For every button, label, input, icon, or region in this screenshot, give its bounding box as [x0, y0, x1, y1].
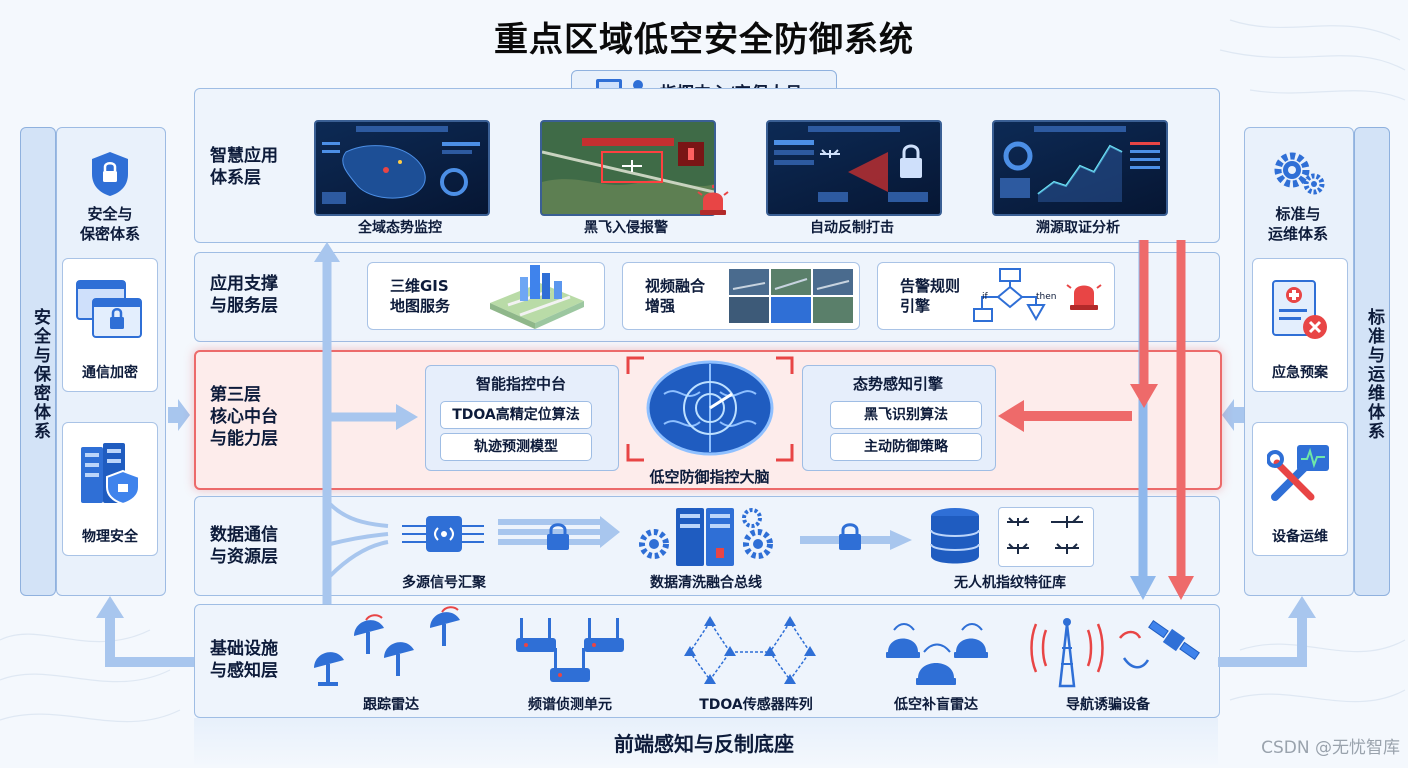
layer-data-name: 数据通信 与资源层: [210, 525, 278, 567]
alarm-rule-card: 告警规则 引擎 if then: [877, 262, 1115, 330]
device-ops-card: 设备运维: [1252, 422, 1348, 556]
signal-chip-icon: [402, 516, 484, 552]
app-item-forensic-analysis: 溯源取证分析: [1036, 220, 1120, 236]
bottom-base-title: 前端感知与反制底座: [614, 732, 794, 756]
infra-item-gap-radar: 低空补盲雷达: [894, 697, 978, 713]
emergency-document-icon: [1272, 280, 1327, 339]
right-loop-arrow: [1218, 596, 1316, 667]
ai-brain-radar-icon: [626, 356, 794, 462]
left-loop-arrow: [96, 596, 194, 667]
core-center-label: 低空防御指控大脑: [649, 468, 770, 486]
database-icon: [930, 508, 980, 564]
right-to-core-arrow: [1222, 399, 1244, 431]
app-item-intrusion-alarm: 黑飞入侵报警: [584, 220, 668, 236]
server-shield-icon: [81, 443, 140, 506]
tdoa-sensor-mesh-icon: [684, 616, 816, 684]
alarm-rule-label: 告警规则 引擎: [900, 277, 961, 315]
comm-encryption-card: 通信加密: [62, 258, 158, 392]
video-fusion-card: 视频融合 增强: [622, 262, 860, 330]
data-item-fingerprint-db: 无人机指纹特征库: [954, 575, 1066, 591]
spectrum-router-icon: [516, 618, 624, 682]
emergency-plan-card: 应急预案: [1252, 258, 1348, 392]
gis-service-card: 三维GIS 地图服务: [367, 262, 605, 330]
infra-item-spectrum-unit: 频谱侦测单元: [528, 697, 612, 713]
command-platform-title: 智能指控中台: [475, 375, 566, 393]
tools-monitor-icon: [1267, 445, 1329, 501]
core-item-blackfly: 黑飞识别算法: [830, 401, 982, 429]
alarm-bell-icon: [1066, 284, 1102, 310]
infra-item-tracking-radar: 跟踪雷达: [363, 697, 419, 713]
downward-red-arrow-long: [1168, 240, 1194, 600]
gears-icon: [1274, 152, 1325, 195]
physical-security-label: 物理安全: [82, 529, 138, 545]
core-item-tdoa: TDOA高精定位算法: [440, 401, 592, 429]
padlock-icon-a: [547, 523, 569, 550]
ops-system-vertical-label: 标准与运维体系: [1364, 308, 1384, 441]
watermark: CSDN @无忧智库: [1261, 738, 1400, 758]
video-wall-icon: [729, 269, 853, 323]
3d-map-icon: [490, 265, 584, 329]
padlock-icon-b: [839, 523, 861, 550]
upward-flow-arrow: [314, 242, 340, 604]
ops-system-strip: 标准与运维体系: [1354, 127, 1390, 596]
drone-gallery: [998, 507, 1094, 567]
core-item-trajectory: 轨迹预测模型: [440, 433, 592, 461]
gis-service-label: 三维GIS 地图服务: [390, 277, 451, 315]
physical-security-card: 物理安全: [62, 422, 158, 556]
data-item-fusion-bus: 数据清洗融合总线: [650, 575, 762, 591]
radar-dishes-icon: [314, 606, 460, 686]
core-item-active-defense: 主动防御策略: [830, 433, 982, 461]
app-item-situation-monitor: 全域态势监控: [358, 220, 442, 236]
comm-encryption-label: 通信加密: [82, 365, 138, 381]
security-system-vertical-label: 安全与保密体系: [30, 308, 50, 441]
security-system-strip: 安全与保密体系: [20, 127, 56, 596]
encrypted-windows-icon: [76, 280, 142, 338]
layer-application-name: 智慧应用 体系层: [210, 146, 278, 188]
video-fusion-label: 视频融合 增强: [645, 277, 706, 315]
screen-intrusion-alarm: [540, 120, 716, 216]
screen-auto-countermeasure: [766, 120, 942, 216]
infra-item-nav-spoofing: 导航诱骗设备: [1066, 697, 1150, 713]
downward-red-arrow: [1130, 240, 1158, 408]
situation-engine-title: 态势感知引擎: [852, 375, 943, 393]
data-item-signal-aggregation: 多源信号汇聚: [402, 575, 486, 591]
gap-fill-radar-icon: [886, 623, 988, 685]
left-red-arrow-to-engine: [998, 400, 1132, 432]
page-title: 重点区域低空安全防御系统: [494, 20, 914, 60]
drone-silhouettes-icon: [1007, 515, 1083, 554]
flow-then-label: then: [1036, 292, 1057, 302]
server-gears-icon: [639, 508, 773, 566]
device-ops-label: 设备运维: [1272, 529, 1328, 545]
layer-infrastructure-name: 基础设施 与感知层: [210, 639, 278, 681]
app-item-auto-countermeasure: 自动反制打击: [810, 220, 894, 236]
shield-lock-icon: [92, 152, 128, 196]
screen-situation-monitor: [314, 120, 490, 216]
ops-system-heading: 标准与 运维体系: [1267, 205, 1328, 243]
security-system-heading: 安全与 保密体系: [79, 205, 140, 243]
infra-item-tdoa-array: TDOA传感器阵列: [699, 697, 813, 713]
flow-if-label: if: [982, 292, 988, 302]
branch-to-chip-arrows: [328, 502, 389, 578]
navigation-spoofing-icon: [1030, 618, 1200, 688]
layer-core-name: 第三层 核心中台 与能力层: [210, 385, 278, 449]
upward-to-core-arrow: [328, 404, 418, 430]
screen-forensic-analysis: [992, 120, 1168, 216]
emergency-plan-label: 应急预案: [1272, 365, 1328, 381]
alarm-siren-icon: [697, 185, 729, 215]
left-to-core-arrow: [168, 399, 190, 431]
bottom-base-band: [194, 718, 1218, 768]
layer-support-name: 应用支撑 与服务层: [210, 274, 278, 316]
